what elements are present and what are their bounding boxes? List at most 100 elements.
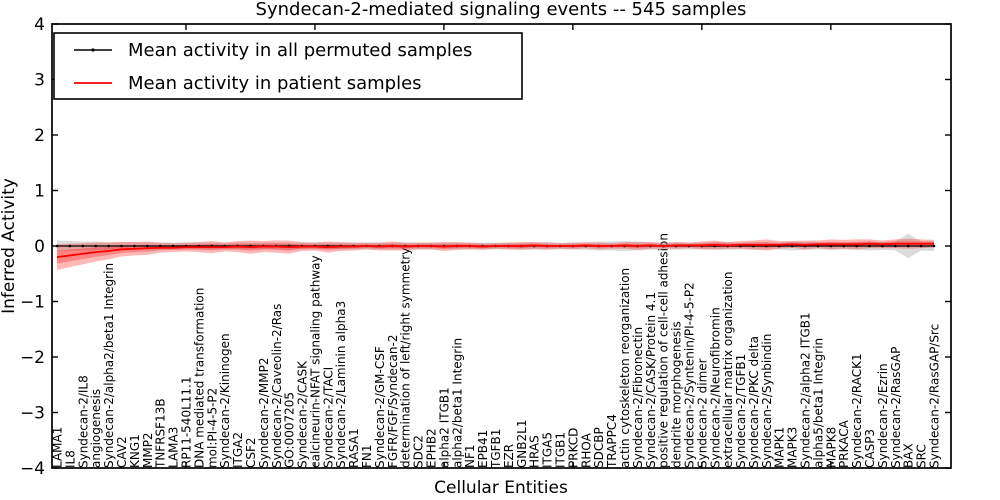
data-point-marker — [94, 244, 97, 248]
x-axis-label: Cellular Entities — [434, 478, 568, 498]
y-tick-label: −4 — [20, 459, 45, 479]
x-tick-label: MAPK3 — [786, 427, 800, 468]
x-tick-label: Syndecan-2/PKC delta — [747, 336, 761, 468]
x-tick-label: ITGA2 — [231, 432, 245, 468]
x-tick-label: HRAS — [528, 435, 542, 468]
x-tick-label: RHOA — [579, 432, 593, 468]
data-point-marker — [919, 244, 923, 248]
x-tick-label: TRAPPC4 — [605, 414, 619, 469]
data-point-marker — [68, 244, 72, 248]
data-point-marker — [855, 244, 858, 248]
data-point-marker — [81, 244, 85, 248]
x-tick-label: Syndecan-2/Synbindin — [760, 334, 774, 468]
x-tick-label: positive regulation of cell-cell adhesio… — [657, 233, 671, 468]
y-tick-label: −2 — [20, 348, 45, 368]
data-point-marker — [842, 244, 846, 248]
data-point-marker — [816, 244, 820, 248]
data-point-marker — [171, 244, 175, 248]
x-tick-label: Syndecan-2/MMP2 — [257, 358, 271, 468]
x-tick-label: ITGB1 — [553, 432, 567, 468]
x-tick-label: SDCBP — [592, 427, 606, 468]
frame-layer — [51, 23, 952, 469]
x-tick-label: Syndecan-2/RACK1 — [850, 353, 864, 468]
lines-layer — [55, 242, 936, 258]
x-tick-label: LAMA3 — [167, 427, 181, 468]
x-tick-label: EZR — [502, 444, 516, 468]
x-tick-label: NF1 — [463, 444, 477, 468]
x-tick-label: MMP2 — [141, 432, 155, 468]
y-tick-label: −1 — [20, 293, 45, 313]
data-point-marker — [107, 244, 110, 248]
x-tick-label: FN1 — [360, 444, 374, 468]
x-tick-label: TGFB1 — [489, 429, 503, 469]
series-patient-line — [56, 242, 934, 258]
x-tick-label: mol:PI-4-5-P2 — [205, 388, 219, 468]
data-point-marker — [906, 244, 910, 248]
x-tick-label: GO:0007205 — [283, 392, 297, 468]
x-tick-label: Syndecan-2/RasGAP — [889, 347, 903, 468]
x-tick-label: determination of left/right symmetry — [399, 248, 413, 468]
x-tick-label: Syndecan-2/IL8 — [76, 375, 90, 468]
x-tick-label: CAV2 — [115, 436, 129, 468]
x-tick-label: LAMA1 — [51, 427, 65, 468]
x-tick-label: PRKACA — [837, 419, 851, 468]
x-tick-label: calcineurin-NFAT signaling pathway — [308, 255, 322, 468]
x-tick-label: GNB2L1 — [515, 420, 529, 468]
x-tick-label: Syndecan-2/CASK — [296, 360, 310, 468]
x-tick-label: Syndecan-2/Caveolin-2/Ras — [270, 304, 284, 468]
legend-box — [53, 32, 523, 100]
x-tick-label: PRKCD — [566, 428, 580, 468]
x-tick-label: Syndecan-2/alpha2 ITGB1 — [799, 312, 813, 468]
x-tick-label: TNFRSF13B — [154, 398, 168, 469]
x-tick-label: BAX — [902, 443, 916, 468]
x-tick-label: SRC — [915, 444, 929, 468]
x-tick-label: EPHB2 — [425, 428, 439, 468]
x-tick-label: Syndecan-2/Laminin alpha3 — [334, 301, 348, 468]
data-point-marker — [894, 244, 897, 248]
y-axis-label: Inferred Activity — [0, 178, 19, 314]
data-point-marker — [829, 244, 833, 248]
y-tick-label: 1 — [34, 182, 45, 202]
legend-label-permuted: Mean activity in all permuted samples — [128, 40, 472, 61]
x-tick-label: MAPK8 — [824, 427, 838, 468]
x-tick-label: KNG1 — [128, 434, 142, 468]
x-tick-label: Syndecan-2/Syntenin/PI-4-5-P2 — [682, 282, 696, 468]
x-tick-label: Syndecan-2/alpha2/beta1 Integrin — [102, 263, 116, 468]
data-point-marker — [158, 244, 162, 248]
x-tick-label: RASA1 — [347, 428, 361, 468]
x-tick-label: Syndecan-2 dimer — [695, 358, 709, 468]
data-point-marker — [120, 244, 123, 248]
data-point-marker — [790, 244, 794, 248]
x-tick-label: Syndecan-2/Kininogen — [218, 333, 232, 468]
legend: Mean activity in all permuted samples Me… — [53, 32, 523, 100]
x-tick-label: DNA mediated transformation — [192, 288, 206, 468]
x-tick-label: Syndecan-2/CASK/Protein 4.1 — [644, 292, 658, 468]
x-tick-label: FGFR/FGF/Syndecan-2 — [386, 335, 400, 468]
data-point-marker — [145, 244, 149, 248]
x-tick-label: dendrite morphogenesis — [670, 321, 684, 468]
y-tick-label: 3 — [34, 71, 45, 91]
bands-layer — [57, 233, 934, 270]
x-tick-label: extracellular matrix organization — [721, 272, 735, 469]
x-tick-label: Syndecan-2/GM-CSF — [373, 346, 387, 468]
y-tick-label: 0 — [34, 237, 45, 257]
x-tick-label: ITGA5 — [541, 432, 555, 468]
x-tick-label: alpha2 ITGB1 — [437, 387, 451, 468]
x-tick-label: Syndecan-2/Neurofibromin — [708, 307, 722, 468]
data-point-marker — [133, 244, 136, 248]
x-tick-label: SDC2 — [412, 435, 426, 468]
x-tick-label: Syndecan-2/TACI — [321, 367, 335, 468]
x-tick-label: CSF2 — [244, 437, 258, 468]
x-tick-label: alpha5/beta1 Integrin — [811, 338, 825, 468]
x-tick-label: alpha2/beta1 Integrin — [450, 338, 464, 468]
legend-label-patient: Mean activity in patient samples — [128, 73, 422, 94]
data-point-marker — [932, 244, 936, 248]
data-point-marker — [881, 244, 884, 248]
y-tick-label: 2 — [34, 126, 45, 146]
legend-marker-permuted-samples-icon — [91, 48, 95, 52]
x-tick-label: Syndecan-2/Ezrin — [876, 363, 890, 468]
x-tick-label: Syndecan-2/TGFB1 — [734, 354, 748, 468]
y-tick-label: −3 — [20, 404, 45, 424]
